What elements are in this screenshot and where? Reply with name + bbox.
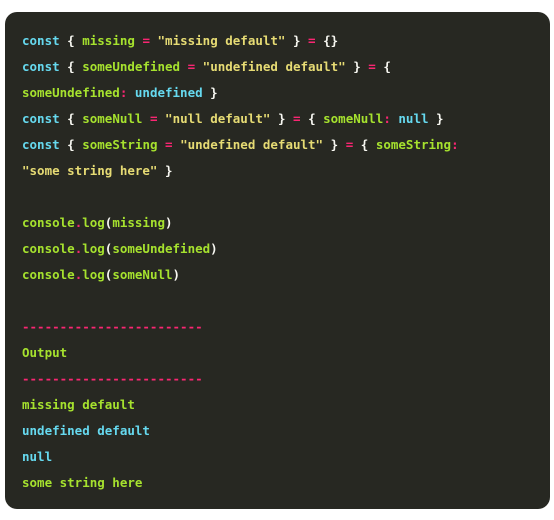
identifier: someString — [82, 137, 158, 152]
operator: = — [149, 111, 158, 126]
output-separator: ------------------------ — [22, 319, 203, 334]
property-key: someUndefined — [22, 85, 120, 100]
output-separator: ------------------------ — [22, 371, 203, 386]
paren-open: ( — [104, 241, 113, 256]
property-key: someNull — [323, 111, 384, 126]
code-line: "some string here" } — [22, 163, 550, 189]
keyword-const: const — [22, 137, 60, 152]
string-literal: "missing default" — [157, 33, 286, 48]
paren-close: ) — [172, 267, 181, 282]
code-line: someUndefined: undefined } — [22, 85, 550, 111]
string-literal: "null default" — [165, 111, 271, 126]
keyword-const: const — [22, 33, 60, 48]
console-object: console — [22, 215, 75, 230]
log-function: log — [82, 241, 105, 256]
operator: = — [368, 59, 376, 74]
code-block: const { missing = "missing default" } = … — [5, 12, 550, 509]
argument: someUndefined — [112, 241, 211, 256]
dot: . — [74, 267, 83, 282]
operator: = — [142, 33, 150, 48]
blank-line — [22, 189, 550, 215]
paren-close: ) — [165, 215, 173, 230]
colon: : — [119, 85, 128, 100]
brace-close: } — [330, 137, 339, 152]
dot: . — [74, 241, 83, 256]
operator: = — [345, 137, 354, 152]
property-key: someString — [375, 137, 452, 152]
paren-open: ( — [104, 215, 113, 230]
dot: . — [74, 215, 83, 230]
colon: : — [383, 111, 391, 126]
code-line: console.log(missing) — [22, 215, 550, 241]
identifier: missing — [82, 33, 135, 48]
output-text: undefined default — [22, 423, 150, 438]
string-literal: "undefined default" — [180, 137, 324, 152]
code-line: console.log(someNull) — [22, 267, 550, 293]
value-undefined: undefined — [134, 85, 203, 100]
brace-close: } — [210, 85, 218, 100]
brace-open: { — [67, 33, 75, 48]
output-line: undefined default — [22, 423, 550, 449]
output-heading: Output — [22, 345, 68, 360]
keyword-const: const — [22, 59, 60, 74]
output-text: some string here — [22, 475, 143, 490]
colon: : — [451, 137, 459, 152]
identifier: someUndefined — [82, 59, 181, 74]
brace-close: } — [436, 111, 444, 126]
paren-close: ) — [210, 241, 218, 256]
console-object: console — [22, 241, 75, 256]
string-literal: "undefined default" — [202, 59, 346, 74]
value-null: null — [398, 111, 429, 126]
operator: = — [308, 33, 316, 48]
identifier: someNull — [82, 111, 143, 126]
brace-open: { — [67, 59, 75, 74]
code-line: const { someString = "undefined default"… — [22, 137, 550, 163]
code-line: const { someNull = "null default" } = { … — [22, 111, 550, 137]
brace-open: { — [308, 111, 316, 126]
code-line: console.log(someUndefined) — [22, 241, 550, 267]
log-function: log — [82, 267, 105, 282]
output-line: some string here — [22, 475, 550, 501]
code-line: const { someUndefined = "undefined defau… — [22, 59, 550, 85]
argument: missing — [112, 215, 166, 230]
output-line: missing default — [22, 397, 550, 423]
argument: someNull — [112, 267, 173, 282]
brace-close: } — [292, 33, 301, 48]
brace-open: { — [383, 59, 391, 74]
output-line: null — [22, 449, 550, 475]
log-function: log — [82, 215, 105, 230]
output-text: null — [22, 449, 53, 464]
operator: = — [165, 137, 173, 152]
empty-object: {} — [323, 33, 339, 48]
brace-open: { — [67, 137, 75, 152]
blank-line — [22, 293, 550, 319]
operator: = — [293, 111, 301, 126]
output-text: missing default — [22, 397, 135, 412]
operator: = — [187, 59, 196, 74]
string-literal: "some string here" — [22, 163, 158, 178]
paren-open: ( — [104, 267, 113, 282]
console-object: console — [22, 267, 75, 282]
keyword-const: const — [22, 111, 60, 126]
brace-open: { — [67, 111, 75, 126]
brace-open: { — [360, 137, 369, 152]
brace-close: } — [277, 111, 286, 126]
code-line: const { missing = "missing default" } = … — [22, 33, 550, 59]
brace-close: } — [353, 59, 361, 74]
brace-close: } — [165, 163, 173, 178]
